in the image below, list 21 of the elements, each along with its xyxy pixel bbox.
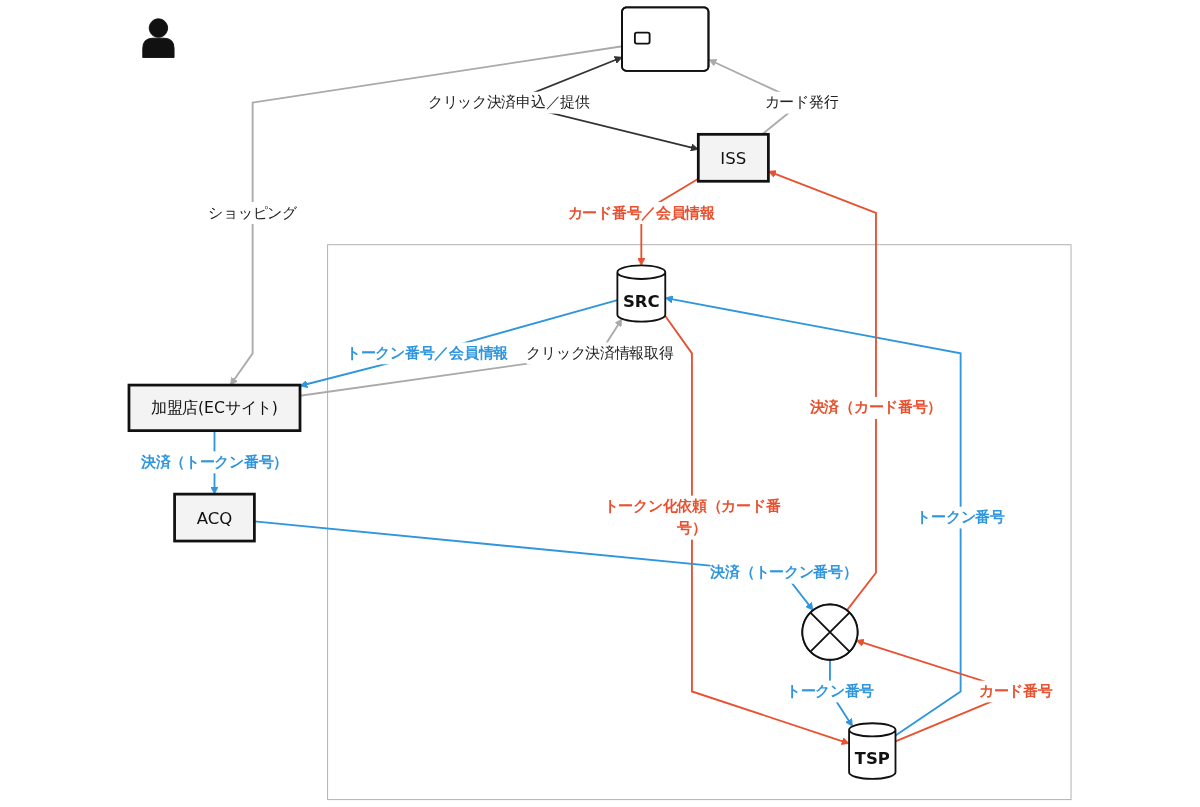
edge-label: トークン番号 xyxy=(916,508,1005,526)
node-box: ACQ xyxy=(173,492,256,543)
arrow xyxy=(768,170,877,612)
edge-label: 決済（カード番号） xyxy=(809,398,943,417)
edge-label: カード番号／会員情報 xyxy=(567,203,715,222)
edge-label: ショッピング xyxy=(208,203,297,222)
edge-label: トークン化依頼（カード番号） xyxy=(603,497,781,537)
edge-label: カード番号 xyxy=(979,682,1053,700)
edge-label: クリック決済申込／提供 xyxy=(427,93,590,111)
edge-label: 決済（トークン番号） xyxy=(710,563,858,582)
node-box: 加盟店(ECサイト) xyxy=(127,383,302,432)
arrow xyxy=(299,299,619,389)
edge-label: クリック決済情報取得 xyxy=(526,344,674,362)
edge-label: トークン番号 xyxy=(785,682,875,700)
edge-label: 決済（トークン番号） xyxy=(140,453,289,471)
node-person xyxy=(142,18,175,58)
edge-label: カード発行 xyxy=(764,93,839,111)
node-box: ISS xyxy=(696,132,770,183)
edge-label: トークン番号／会員情報 xyxy=(346,344,508,362)
arrow xyxy=(664,295,962,737)
arrow xyxy=(664,314,850,745)
